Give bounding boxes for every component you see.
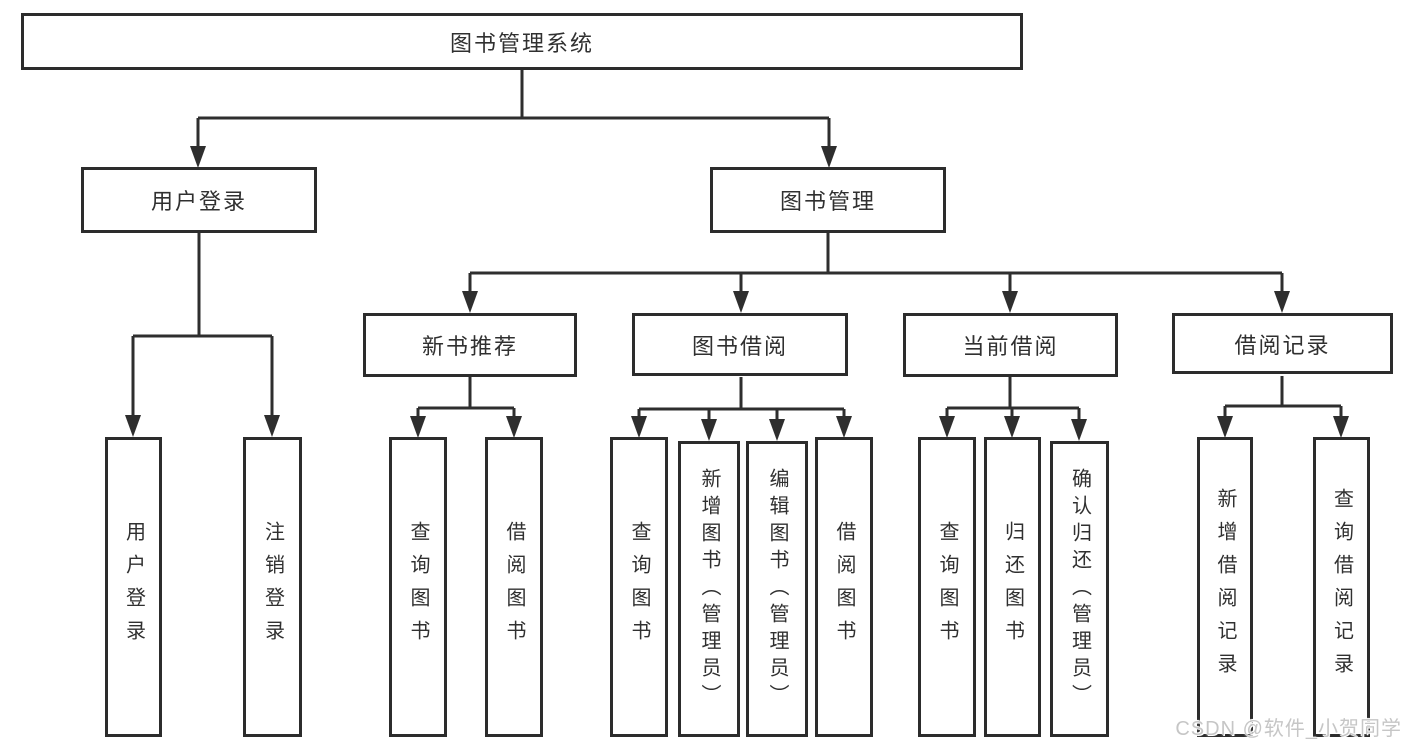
leaf-bb-borrow-book: 借阅图书 [815,437,873,737]
node-book-management: 图书管理 [710,167,946,233]
node-new-book-recommend: 新书推荐 [363,313,577,377]
leaf-user-login: 用户登录 [105,437,162,737]
leaf-bb-query-book: 查询图书 [610,437,668,737]
leaf-cb-query-book: 查询图书 [918,437,976,737]
leaf-cb-confirm-return-admin: 确认归还（管理员） [1050,441,1109,737]
watermark: CSDN @软件_小贺同学 [1175,718,1402,740]
leaf-bb-edit-book-admin: 编辑图书（管理员） [746,441,808,737]
node-current-borrow: 当前借阅 [903,313,1118,377]
node-borrow-record: 借阅记录 [1172,313,1393,374]
leaf-br-add-record: 新增借阅记录 [1197,437,1253,737]
node-root: 图书管理系统 [21,13,1023,70]
node-book-borrow: 图书借阅 [632,313,848,376]
node-user-login: 用户登录 [81,167,317,233]
leaf-cb-return-book: 归还图书 [984,437,1041,737]
leaf-nbr-borrow-book: 借阅图书 [485,437,543,737]
leaf-logout: 注销登录 [243,437,302,737]
leaf-bb-add-book-admin: 新增图书（管理员） [678,441,740,737]
leaf-br-query-record: 查询借阅记录 [1313,437,1370,737]
leaf-nbr-query-book: 查询图书 [389,437,447,737]
